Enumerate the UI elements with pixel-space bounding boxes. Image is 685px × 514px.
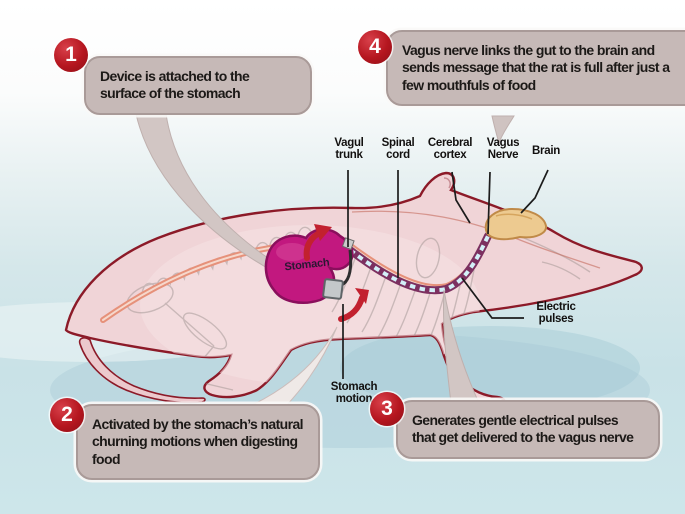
ground-shadow-dark (340, 326, 640, 410)
brain-line (520, 169, 549, 214)
callout-2-badge: 2 (50, 398, 84, 432)
stomach-highlight (276, 243, 308, 261)
callout-2-text: Activated by the stomach’s natural churn… (92, 416, 304, 467)
callout-4-text: Vagus nerve links the gut to the brain a… (402, 42, 670, 93)
callout-1-text: Device is attached to the surface of the… (100, 68, 250, 102)
vagus-nerve-line (487, 171, 491, 235)
label-stomach-motion: Stomach motion (330, 381, 378, 406)
rat-tail (78, 337, 206, 404)
label-electric-pulses: Electric pulses (536, 301, 576, 326)
label-spinal-cord: Spinal cord (381, 137, 415, 162)
callout-3-pointer (442, 289, 480, 404)
label-brain: Brain (532, 145, 560, 157)
callout-3-badge: 3 (370, 392, 404, 426)
electric-pulse-dashes (348, 235, 490, 293)
callout-2-pointer (249, 326, 338, 407)
callout-4-box: Vagus nerve links the gut to the brain a… (386, 30, 685, 107)
callout-4-number: 4 (369, 35, 381, 58)
callout-4-badge: 4 (358, 30, 392, 64)
callout-3-box: Generates gentle electrical pulses that … (396, 400, 660, 459)
callout-2-number: 2 (61, 403, 73, 426)
callout-1-box: Device is attached to the surface of the… (84, 56, 312, 115)
brain-fold (495, 213, 533, 220)
callout-3-number: 3 (381, 397, 393, 420)
callout-4-pointer (491, 115, 515, 145)
electric-pulses-line (461, 277, 524, 319)
motion-arrow-lower-head (355, 288, 369, 304)
callout-1-badge: 1 (54, 38, 88, 72)
label-vagul-trunk: Vagul trunk (334, 137, 364, 162)
brain-shape (484, 207, 548, 241)
label-cerebral-cortex: Cerebral cortex (427, 137, 473, 162)
label-vagus-nerve: Vagus Nerve (486, 137, 520, 162)
motion-arrow-up-head (314, 224, 332, 241)
callout-1-number: 1 (65, 43, 77, 66)
callout-3-text: Generates gentle electrical pulses that … (412, 412, 634, 446)
ear-inner-line (443, 177, 451, 189)
cerebral-cortex-line (451, 171, 471, 224)
leader-lines (342, 169, 549, 379)
callout-2-box: Activated by the stomach’s natural churn… (76, 404, 320, 481)
device-square (322, 278, 344, 300)
